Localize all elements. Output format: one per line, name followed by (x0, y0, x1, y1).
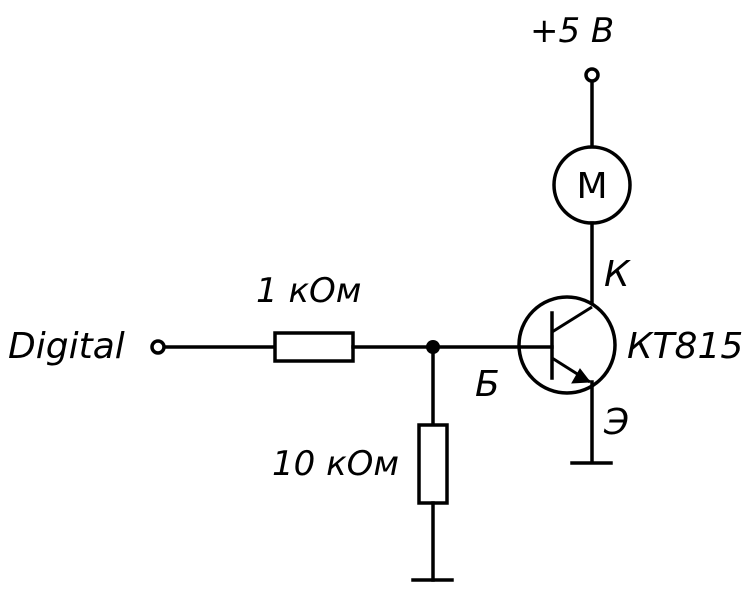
emitter-arrow (571, 368, 591, 384)
transistor-collector-leg (551, 305, 593, 334)
emitter-label: Э (603, 402, 629, 443)
resistor-r1-label: 1 кОм (256, 271, 361, 311)
collector-label: К (604, 254, 631, 295)
input-terminal (150, 339, 166, 355)
input-label: Digital (8, 326, 125, 367)
supply-label: +5 В (530, 11, 614, 51)
transistor-kt815 (517, 295, 617, 395)
supply-terminal (584, 67, 600, 83)
motor: М (552, 145, 632, 225)
resistor-r2 (417, 423, 449, 505)
motor-label: М (576, 166, 607, 207)
transistor-body (517, 295, 617, 395)
base-label: Б (475, 364, 500, 405)
resistor-r2-label: 10 кОм (272, 444, 399, 484)
transistor-label: КТ815 (627, 326, 743, 367)
resistor-r1 (273, 331, 355, 363)
